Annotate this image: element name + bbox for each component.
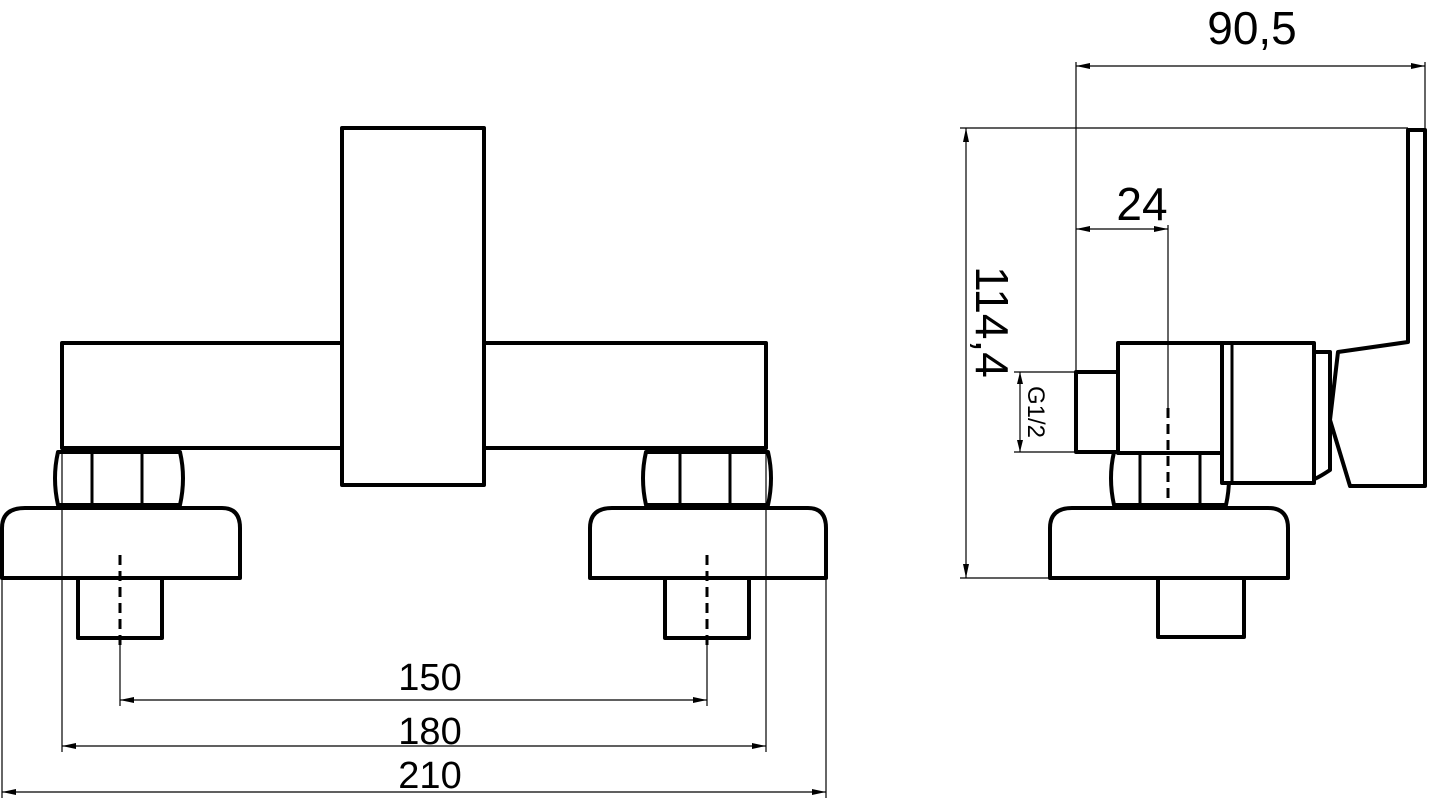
right-escutcheon: [588, 506, 828, 580]
left-escutcheon: [0, 506, 242, 580]
left-hex-nut: [53, 450, 185, 507]
side-hex-nut: [1109, 450, 1231, 507]
dim-label-body-width: 180: [398, 711, 461, 753]
dim-label-overall-width: 210: [398, 755, 461, 797]
dim-label-inlet-spacing: 150: [398, 657, 461, 699]
side-body: [1116, 341, 1224, 455]
dim-label-overall-depth: 90,5: [1207, 2, 1297, 54]
side-escutcheon: [1048, 506, 1290, 580]
lever-plate: [1328, 128, 1427, 488]
dim-label-outlet-offset: 24: [1116, 178, 1167, 230]
dim-label-thread-size: G1/2: [1022, 386, 1049, 438]
left-inlet-assembly: [0, 450, 242, 645]
front-view: 150 180 210: [0, 126, 828, 798]
mixer-handle: [340, 126, 486, 487]
side-outlet-pipe: [1156, 573, 1246, 639]
dim-label-overall-height: 114,4: [966, 266, 1018, 378]
side-view: 90,5 24 114,4 G1/2: [960, 2, 1427, 639]
side-outlet-stub: [1074, 370, 1120, 454]
side-cartridge: [1220, 341, 1316, 485]
right-inlet-assembly: [588, 450, 828, 645]
right-hex-nut: [641, 450, 773, 507]
